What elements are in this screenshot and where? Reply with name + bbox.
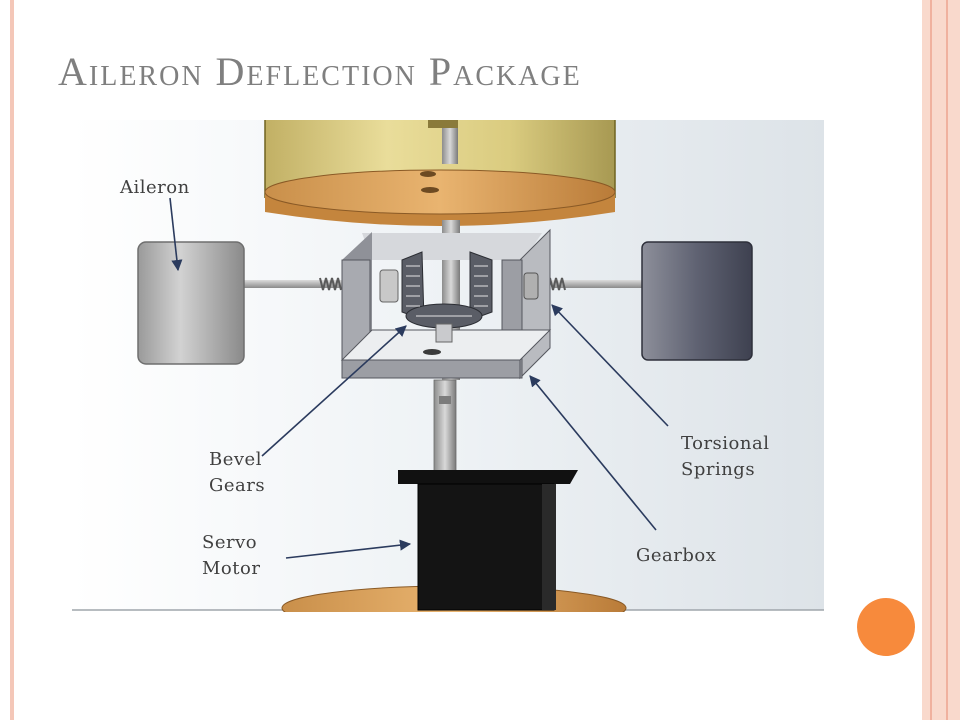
- left-spring: [319, 277, 342, 291]
- bevel-gears-arrow: [261, 325, 407, 457]
- servo-motor-label: Servo Motor: [202, 532, 261, 579]
- mechanism-illustration: [72, 120, 824, 612]
- right-shaft: [552, 280, 644, 288]
- slide-title: Aileron Deflection Package: [58, 49, 582, 94]
- left-aileron-weight: [137, 241, 245, 365]
- right-aileron-weight: [641, 241, 753, 361]
- bevel-gears: [401, 251, 493, 329]
- left-frame-line: [10, 0, 14, 720]
- left-shaft: [244, 280, 349, 288]
- right-frame-band: [922, 0, 960, 720]
- gearbox-label: Gearbox: [636, 545, 717, 566]
- gearbox-arrow: [529, 375, 657, 531]
- torsional-springs-label: Torsional Springs: [681, 433, 770, 480]
- bevel-gears-label: Bevel Gears: [209, 449, 266, 496]
- right-frame-line: [930, 0, 932, 720]
- aileron-arrow: [169, 197, 183, 272]
- accent-circle: [857, 598, 915, 656]
- right-spring: [549, 277, 566, 291]
- right-frame-line: [946, 0, 948, 720]
- servo-shaft: [433, 379, 457, 477]
- torsional-springs-arrow: [551, 304, 669, 427]
- aileron-label: Aileron: [120, 177, 190, 198]
- servo-motor-arrow: [285, 539, 412, 559]
- servo-motor-body: [398, 470, 578, 611]
